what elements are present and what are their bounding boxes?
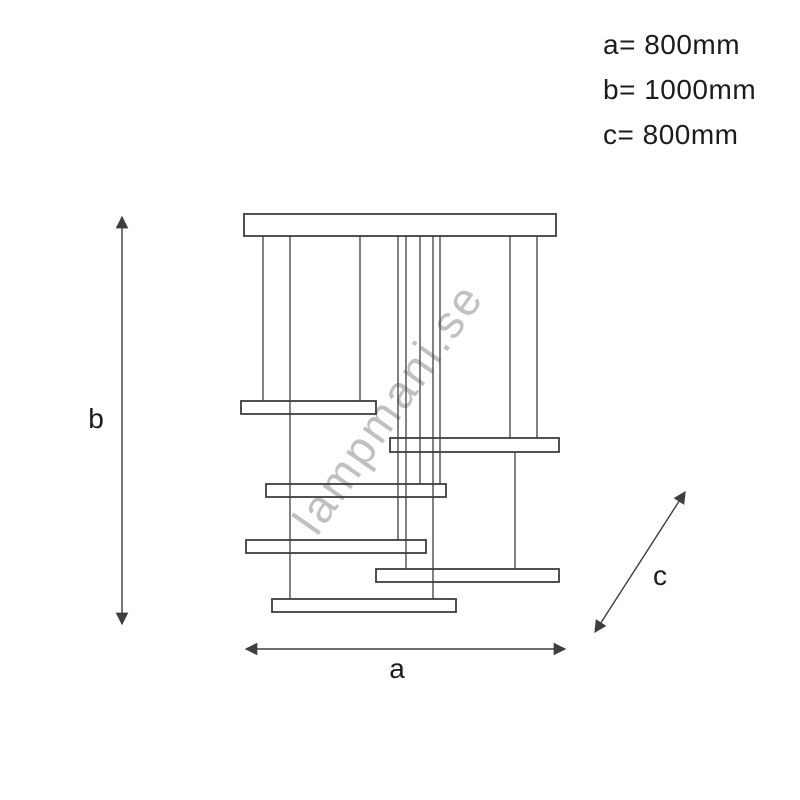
lamp-bars	[240, 213, 560, 613]
suspension-wires	[262, 236, 538, 599]
ceiling-bar	[243, 213, 557, 237]
spec-line-c: c= 800mm	[603, 119, 739, 150]
light-bar-4	[245, 539, 427, 554]
dimension-lines	[115, 215, 686, 656]
spec-list: a= 800mm b= 1000mm c= 800mm	[603, 22, 756, 157]
spec-line-a: a= 800mm	[603, 29, 741, 60]
light-bar-3	[265, 483, 447, 498]
light-bar-2	[389, 437, 560, 453]
dimension-line-c	[594, 490, 686, 634]
dim-label-c: c	[653, 560, 667, 591]
light-bar-6	[271, 598, 457, 613]
light-bar-1	[240, 400, 377, 415]
light-bar-5	[375, 568, 560, 583]
dim-label-b: b	[88, 403, 104, 434]
dim-label-a: a	[389, 653, 405, 684]
spec-line-b: b= 1000mm	[603, 74, 757, 105]
